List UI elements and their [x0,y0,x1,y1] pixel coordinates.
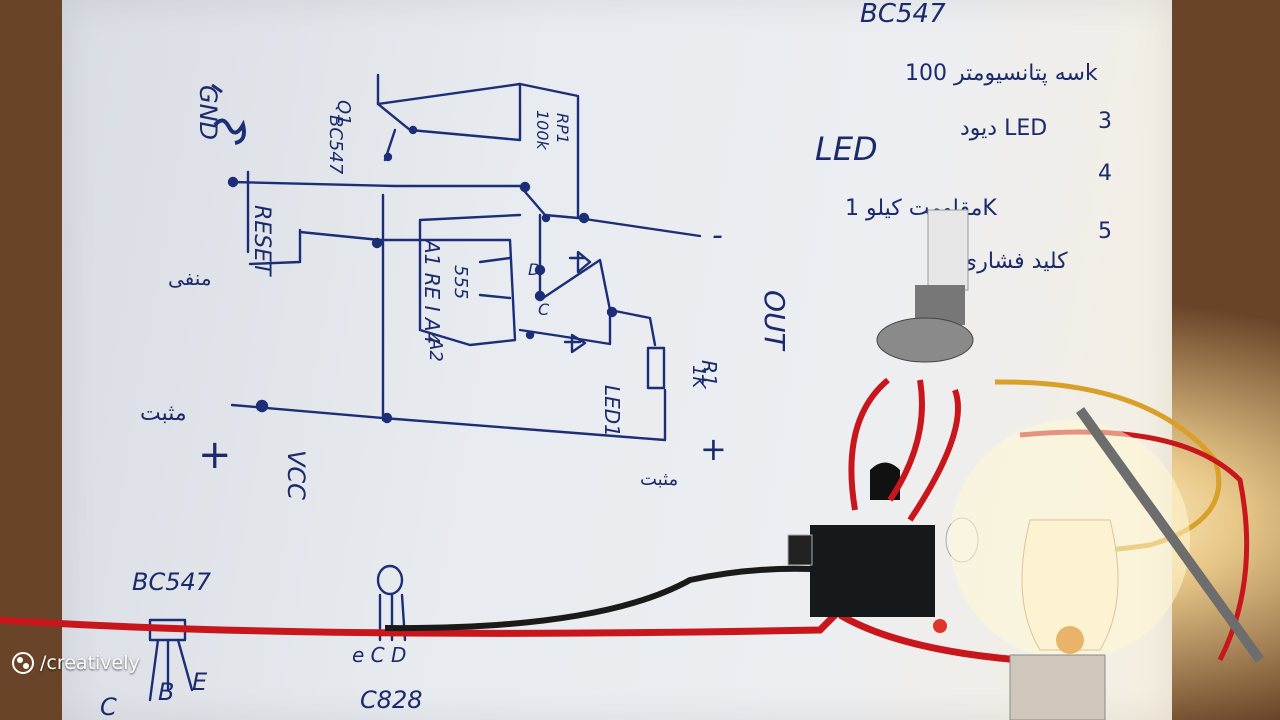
vcc-plus-label: + [198,432,232,478]
q1-label: Q1 [333,100,354,126]
push-button [787,534,813,566]
out-minus-label: - [712,218,723,253]
notes-line2: سه پتانسیومتر 100k [905,61,1098,86]
bottom-part2-pins: e C D [352,643,406,667]
r1-value-label: 1K [688,365,709,389]
pin-e: E [192,668,208,696]
plus-fa-left-label: مثبت [140,401,187,426]
rp1-label: RP1 [553,113,572,144]
notes-line4: مقاومت کیلو 1K [845,196,997,221]
notes-line3-num: 3 [1098,109,1112,134]
notes-line4-num: 4 [1098,161,1112,186]
chip-555-label: 555 [450,265,471,299]
right-plus-label: + [700,430,727,468]
film-reel-icon [12,652,34,674]
potentiometer [876,209,974,363]
screwdriver [1075,407,1265,663]
watermark-text: /creatively [40,652,140,674]
chip-a2-label: A2 [425,337,446,362]
circuit-wires [227,73,702,442]
r1-label: R1 [697,360,721,387]
rp1-value-label: 100k [533,110,552,151]
plus-fa-right-label: مثبت [640,469,678,490]
red-wire [0,607,1021,664]
notes-line5-num: 5 [1098,219,1112,244]
black-wire [384,565,831,632]
pin-c: C [100,693,117,720]
pin-c-label: C [538,300,550,319]
notes-line5: کلید فشاری [960,249,1068,274]
bottom-part1-label: BC547 [132,568,212,596]
q1-part-label: BC547 [325,115,346,175]
notes-line3: دیود LED [960,116,1047,141]
light-bulb [950,420,1190,720]
out-label: OUT [758,290,791,352]
notes-line1: BC547 [860,0,946,29]
gnd-label: GND [194,85,222,140]
pot-wires [848,377,961,522]
notes-led: LED [815,130,878,168]
pin-d-label: D [528,260,540,279]
circuit-board [810,525,935,617]
bottom-part2-code: C828 [360,686,423,714]
watermark: /creatively [12,652,140,674]
bottom-transistor-sketch [148,564,407,702]
vcc-label: VCC [282,450,310,500]
reset-label: RESET [249,205,274,277]
pin-b: B [158,678,174,706]
gnd-scribble [211,83,246,145]
chip-pins-label: A1 RE I A4 [420,238,444,344]
reset-fa-label: منفی [168,266,212,290]
led1-label: LED1 [600,385,624,437]
